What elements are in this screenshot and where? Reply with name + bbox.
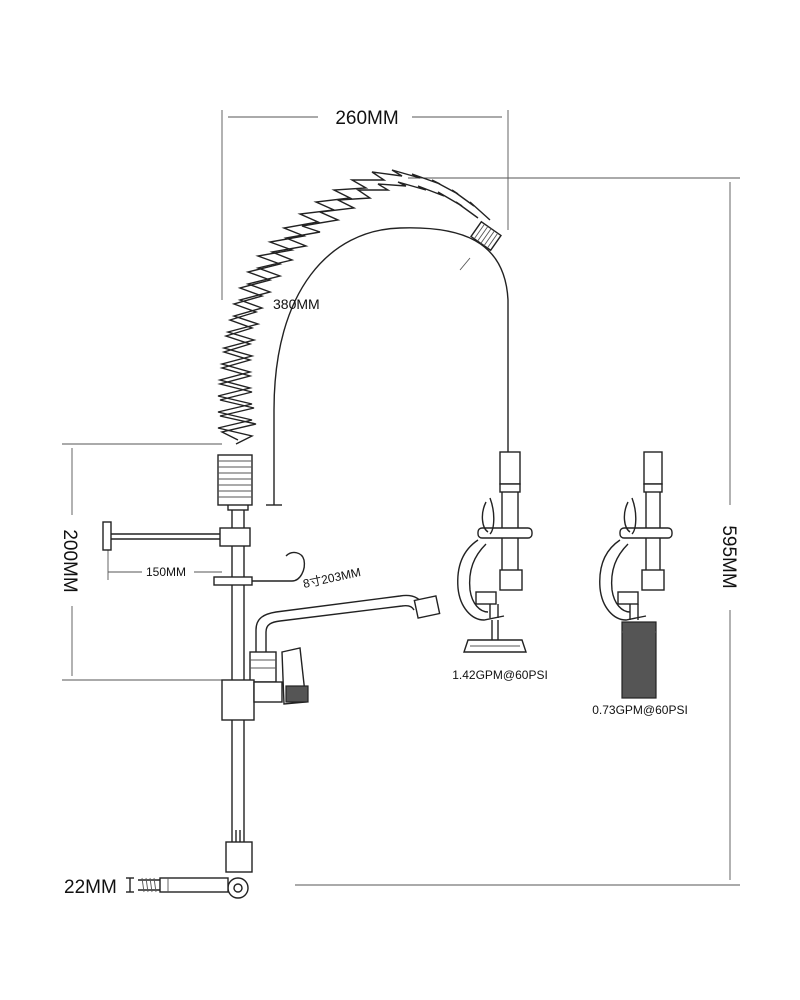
spout-length-label: 8寸203MM <box>302 565 362 591</box>
bracket-length-label: 150MM <box>146 565 186 579</box>
standard-flow-label: 1.42GPM@60PSI <box>452 668 548 682</box>
faucet-column <box>227 455 249 855</box>
spray-head-low-flow: 0.73GPM@60PSI <box>592 451 688 717</box>
hose-end-fitting <box>470 220 502 252</box>
spray-head-standard: 1.42GPM@60PSI <box>452 451 548 682</box>
low-flow-label: 0.73GPM@60PSI <box>592 703 688 717</box>
thread-end <box>138 877 160 893</box>
hose-arc: 380MM <box>266 227 509 506</box>
spring-coil <box>217 169 491 445</box>
hose-radius-label: 380MM <box>273 296 320 312</box>
wall-inlet: 22MM <box>64 830 253 899</box>
pipe-diameter-label: 22MM <box>64 877 117 898</box>
dimension-bracket-length: 150MM <box>107 548 222 580</box>
valve-body <box>221 647 309 721</box>
dimension-width-top: 260MM <box>221 108 509 300</box>
wall-bracket <box>102 521 251 551</box>
height-total-label: 595MM <box>718 525 739 588</box>
hose-hook <box>213 551 306 586</box>
dimension-height-total: 595MM <box>295 177 740 886</box>
spring-collar <box>217 454 253 506</box>
mount-height-label: 200MM <box>59 529 80 592</box>
width-top-label: 260MM <box>335 108 398 129</box>
dimension-mount-height: 200MM <box>59 443 222 681</box>
swing-spout: 8寸203MM <box>255 565 441 652</box>
